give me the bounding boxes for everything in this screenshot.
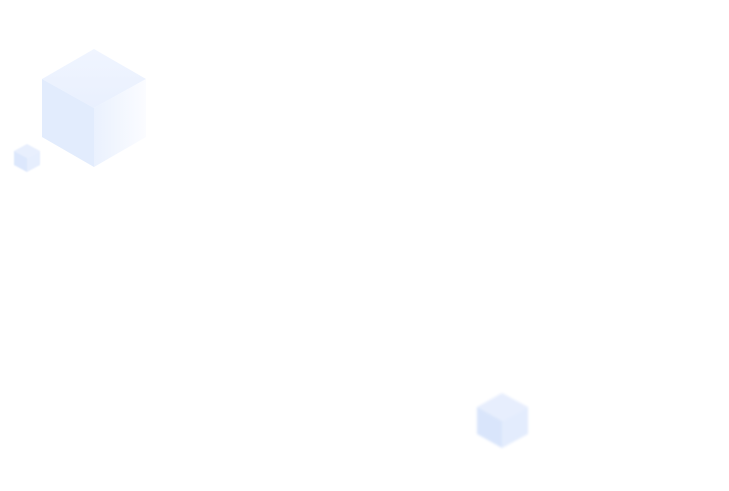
large-cube-icon (42, 49, 146, 167)
blurred-cube-icon (477, 393, 528, 448)
small-cube-icon (14, 144, 40, 172)
